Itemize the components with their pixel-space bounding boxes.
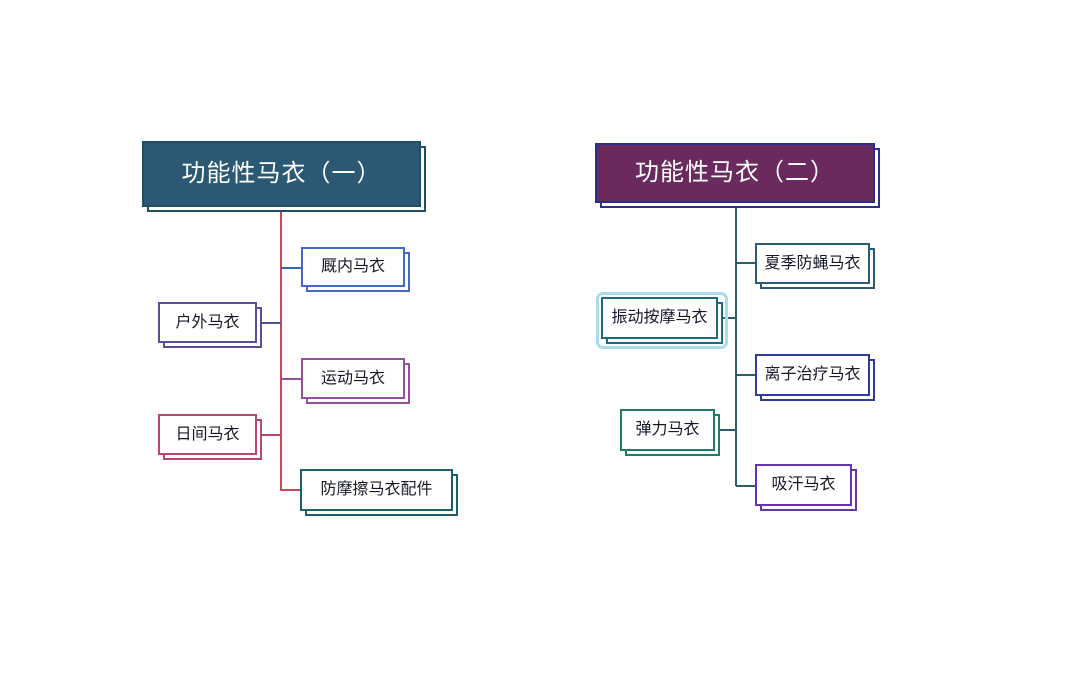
node-face: 日间马衣 [158,414,257,455]
topic-label: 夏季防蝇马衣 [764,254,861,272]
topic-label: 日间马衣 [175,425,240,443]
branch-trunk-line [280,205,282,491]
topic-node[interactable]: 吸汗马衣 [755,464,857,511]
topic-node[interactable]: 夏季防蝇马衣 [755,243,875,289]
topic-label: 功能性马衣（一） [181,160,382,187]
topic-node[interactable]: 防摩擦马衣配件 [300,469,458,516]
root-topic-node[interactable]: 功能性马衣（二） [595,143,880,208]
topic-node-selected[interactable]: 振动按摩马衣 [596,292,728,349]
topic-node[interactable]: 户外马衣 [158,302,262,348]
topic-label: 户外马衣 [175,313,240,331]
selection-halo [596,292,728,349]
topic-label: 吸汗马衣 [771,476,836,493]
node-face: 吸汗马衣 [755,464,852,506]
connector-line [736,374,755,376]
connector-line [255,322,281,324]
connector-line [281,378,302,380]
node-face: 夏季防蝇马衣 [755,243,870,284]
connector-line [255,434,281,436]
topic-label: 运动马衣 [320,369,385,387]
topic-label: 功能性马衣（二） [635,159,835,186]
topic-label: 厩内马衣 [320,258,385,275]
topic-label: 防摩擦马衣配件 [320,481,433,498]
topic-node[interactable]: 运动马衣 [301,358,410,404]
topic-node[interactable]: 离子治疗马衣 [755,354,875,401]
connector-line [736,262,755,264]
node-face: 厩内马衣 [301,247,405,287]
node-face: 功能性马衣（一） [142,141,421,207]
node-face: 防摩擦马衣配件 [300,469,453,511]
node-face: 功能性马衣（二） [595,143,875,203]
node-face: 户外马衣 [158,302,257,343]
node-face: 弹力马衣 [620,409,715,451]
topic-label: 振动按摩马衣 [611,309,708,326]
connector-line [281,489,301,491]
topic-label: 离子治疗马衣 [764,366,861,383]
connector-line [713,429,735,431]
connector-line [736,485,755,487]
branch-trunk-line [735,200,737,486]
node-face: 离子治疗马衣 [755,354,870,396]
root-topic-node[interactable]: 功能性马衣（一） [142,141,426,212]
node-face: 运动马衣 [301,358,405,399]
topic-node[interactable]: 弹力马衣 [620,409,720,456]
connector-line [281,267,302,269]
node-face: 振动按摩马衣 [601,297,718,339]
topic-node[interactable]: 日间马衣 [158,414,262,460]
topic-label: 弹力马衣 [635,421,700,438]
topic-node[interactable]: 厩内马衣 [301,247,410,292]
